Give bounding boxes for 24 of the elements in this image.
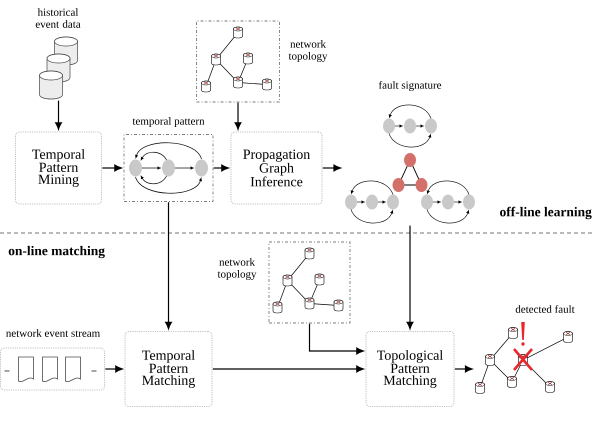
section-label: off-line learning bbox=[500, 206, 592, 220]
arrow bbox=[322, 164, 341, 172]
section-label: on-line matching bbox=[8, 246, 105, 258]
arrow bbox=[165, 202, 172, 330]
node-caption: temporal pattern bbox=[132, 117, 204, 127]
node-caption: network event stream bbox=[6, 329, 100, 337]
process-box: Temporal Pattern Matching bbox=[124, 331, 212, 407]
arrow bbox=[454, 366, 472, 372]
node-caption: historical event data bbox=[36, 8, 80, 28]
process-box: Temporal Pattern Mining bbox=[15, 132, 102, 204]
node-caption: network topology bbox=[218, 258, 256, 280]
process-box: Propagation Graph Inference bbox=[230, 132, 322, 204]
arrow bbox=[214, 164, 229, 172]
arrow bbox=[234, 102, 242, 130]
node-caption: network topology bbox=[288, 40, 328, 62]
arrow bbox=[406, 226, 414, 330]
arrow bbox=[308, 324, 364, 354]
process-box: Topological Pattern Matching bbox=[366, 331, 454, 407]
node-caption: fault signature bbox=[378, 80, 442, 92]
arrow bbox=[212, 366, 364, 372]
arrow bbox=[105, 366, 123, 372]
arrow bbox=[102, 164, 122, 172]
node-caption: detected fault bbox=[516, 305, 575, 313]
arrow bbox=[55, 100, 62, 130]
